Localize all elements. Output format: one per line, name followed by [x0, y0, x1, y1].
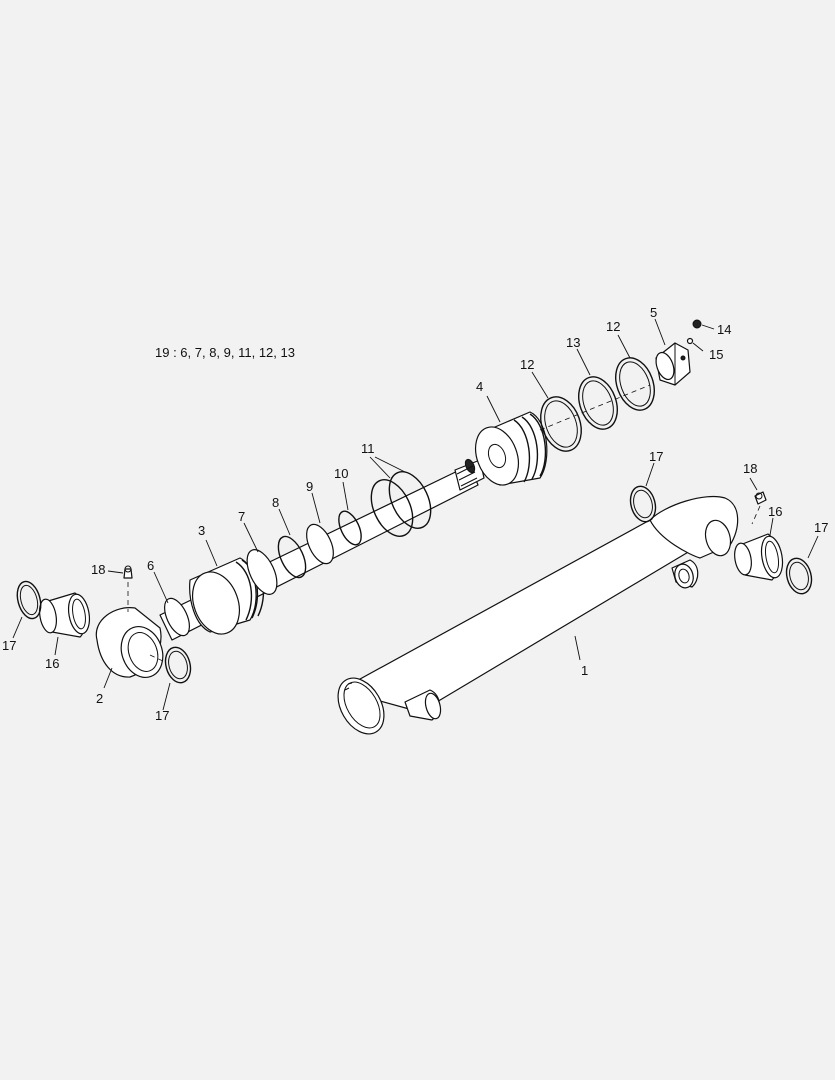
part-6-wiper [164, 597, 190, 637]
align-line [751, 505, 761, 525]
callout-17-top: 17 [649, 449, 663, 464]
part-15-ball [686, 337, 694, 345]
callout-7: 7 [238, 509, 245, 524]
rod-eye [95, 607, 164, 678]
part-8-ring [277, 535, 307, 579]
part-3-gland [189, 557, 265, 635]
part-4-piston [474, 411, 548, 486]
part-11-rings [370, 471, 432, 537]
callout-12-b: 12 [606, 319, 620, 334]
align-line [539, 384, 651, 431]
part-18-fitting-right [754, 491, 767, 505]
callout-17-far-right: 17 [814, 520, 828, 535]
part-17-ring-far-left [16, 580, 42, 620]
align-line [149, 654, 166, 663]
callout-10: 10 [334, 466, 348, 481]
callout-6: 6 [147, 558, 154, 573]
callout-17-far-left: 17 [2, 638, 16, 653]
part-18-fitting-left [123, 565, 133, 579]
callout-4: 4 [476, 379, 483, 394]
callout-3: 3 [198, 523, 205, 538]
part-17-ring-top [629, 485, 657, 523]
callout-18-right: 18 [743, 461, 757, 476]
kit-note: 19 : 6, 7, 8, 9, 11, 12, 13 [155, 345, 295, 360]
callout-11: 11 [361, 441, 375, 456]
part-17-ring-eye [164, 646, 192, 684]
part-10-oring [338, 510, 362, 546]
part-7-seal [246, 549, 278, 595]
part-13-ring [578, 376, 618, 430]
part-9-seal [306, 523, 334, 565]
part-12-ring-b [615, 357, 655, 411]
part-16-bushing-right [734, 533, 784, 581]
callout-16-right: 16 [768, 504, 782, 519]
cylinder-barrel [337, 495, 739, 735]
callout-13: 13 [566, 335, 580, 350]
part-12-ring-a [540, 396, 582, 452]
part-16-bushing-left [38, 592, 91, 638]
callout-12-a: 12 [520, 357, 534, 372]
part-14-screw [692, 319, 702, 329]
leader-lines [12, 318, 819, 711]
callout-18-left: 18 [91, 562, 105, 577]
part-17-ring-far-right [785, 557, 813, 595]
callout-1: 1 [581, 663, 588, 678]
callout-16-left: 16 [45, 656, 59, 671]
part-5-nut [655, 342, 691, 386]
callout-15: 15 [709, 347, 723, 362]
callout-2: 2 [96, 691, 103, 706]
callout-14: 14 [717, 322, 731, 337]
callout-9: 9 [306, 479, 313, 494]
callout-8: 8 [272, 495, 279, 510]
callout-17-eye: 17 [155, 708, 169, 723]
callout-5: 5 [650, 305, 657, 320]
